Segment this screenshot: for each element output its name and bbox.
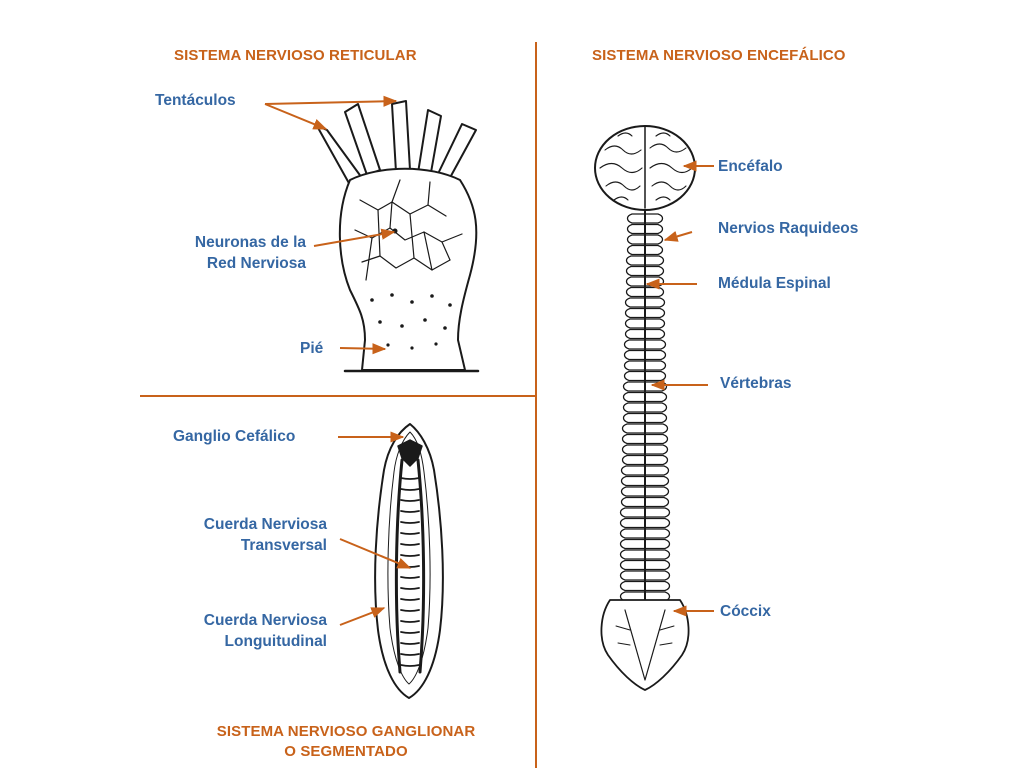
arrow-transverse (339, 538, 412, 569)
transverse-nerve (400, 631, 420, 634)
transverse-nerve (400, 576, 420, 579)
transverse-nerve (400, 653, 420, 656)
arrow-spinal-nerves (663, 231, 693, 242)
arrow-foot (339, 343, 387, 355)
transverse-nerve (400, 664, 420, 667)
label-tentacles: Tentáculos (155, 92, 236, 109)
planarian-illustration (374, 423, 444, 699)
label-spinal-cord: Médula Espinal (718, 275, 831, 292)
transverse-nerve (400, 499, 420, 502)
transverse-nerve (400, 510, 420, 513)
arrow-neurons (313, 228, 396, 247)
hydra-illustration (316, 100, 480, 373)
arrow-longitudinal (339, 607, 386, 626)
label-transverse-line1: Cuerda Nerviosa (203, 516, 327, 533)
title-reticular: SISTEMA NERVIOSO RETICULAR (174, 47, 417, 64)
title-encephalic: SISTEMA NERVIOSO ENCEFÁLICO (592, 47, 846, 64)
transverse-nerve (400, 587, 420, 590)
label-foot: Pié (300, 340, 324, 357)
title-ganglionic-line2: O SEGMENTADO (284, 743, 408, 760)
label-neurons-line2: Red Nerviosa (206, 255, 306, 272)
pointer-arrows (264, 95, 714, 626)
label-spinal-nerves: Nervios Raquideos (718, 220, 859, 237)
transverse-nerve (400, 543, 420, 546)
label-transverse-line2: Transversal (240, 537, 327, 554)
transverse-nerve (400, 554, 420, 557)
transverse-nerve (400, 642, 420, 645)
transverse-nerve (400, 532, 420, 535)
label-transverse-cord: Cuerda Nerviosa Transversal (150, 514, 327, 556)
label-longitudinal-line1: Cuerda Nerviosa (203, 612, 327, 629)
label-coccyx: Cóccix (720, 603, 771, 620)
label-longitudinal-line2: Longuitudinal (224, 633, 327, 650)
label-neurons: Neuronas de la Red Nerviosa (150, 232, 306, 274)
label-vertebrae: Vértebras (720, 375, 792, 392)
transverse-nerve (400, 488, 420, 491)
transverse-nerve (400, 477, 420, 480)
transverse-nerve (400, 521, 420, 524)
label-neurons-line1: Neuronas de la (194, 234, 306, 251)
title-ganglionic-line1: SISTEMA NERVIOSO GANGLIONAR (216, 723, 476, 740)
label-brain: Encéfalo (718, 158, 783, 175)
arrow-tentacles-b (264, 95, 398, 107)
transverse-nerve (400, 609, 420, 612)
title-ganglionic: SISTEMA NERVIOSO GANGLIONAR O SEGMENTADO (188, 722, 504, 762)
label-longitudinal-cord: Cuerda Nerviosa Longuitudinal (150, 610, 327, 652)
label-cephalic-ganglion: Ganglio Cefálico (173, 428, 296, 445)
transverse-nerve (400, 598, 420, 601)
arrow-tentacles-a (264, 103, 328, 130)
spine-illustration (594, 125, 696, 691)
transverse-nerve (400, 620, 420, 623)
